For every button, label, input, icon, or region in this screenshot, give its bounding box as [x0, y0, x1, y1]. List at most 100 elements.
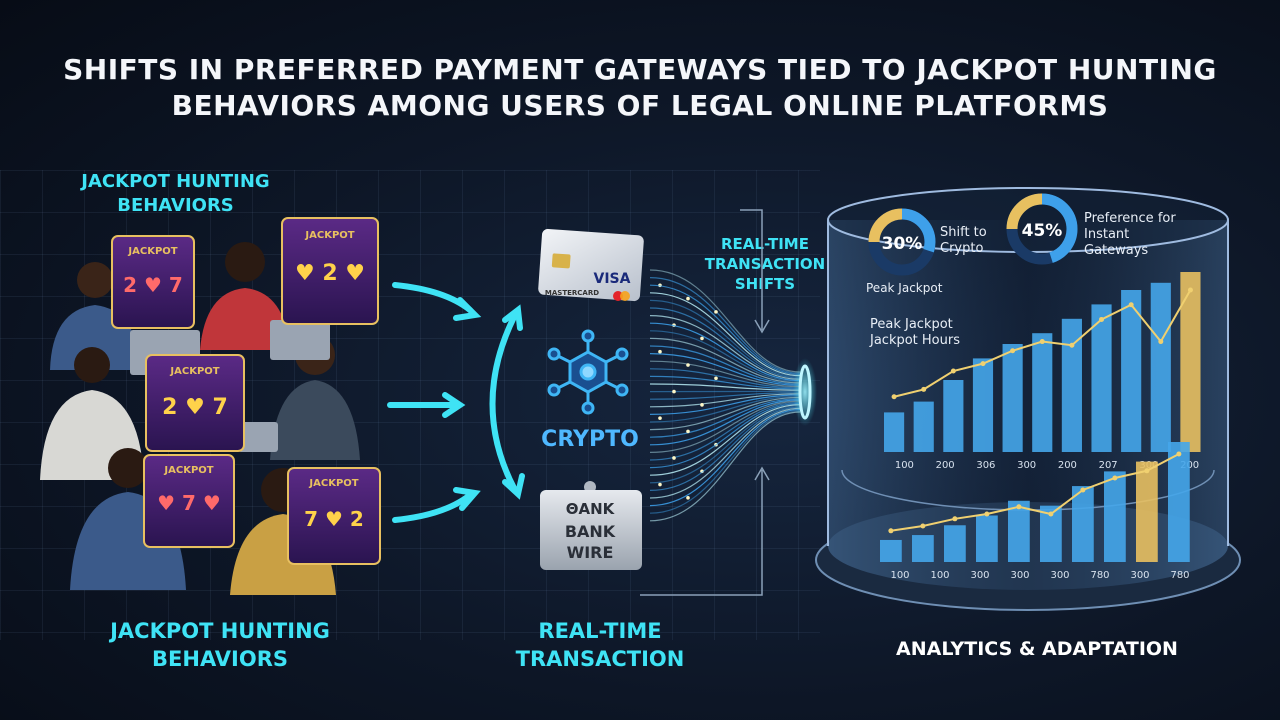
chart-tick-label: 300 [970, 570, 989, 581]
jackpot-behaviors-label-top: JACKPOT HUNTING BEHAVIORS [81, 171, 270, 216]
donut-caption: Shift to [940, 225, 987, 240]
chart-point [1039, 339, 1045, 345]
chart-tick-label: 100 [895, 460, 914, 471]
fiber-strand [649, 360, 801, 388]
arrow-icon [489, 312, 518, 493]
chart-tick-label: 300 [1017, 460, 1036, 471]
fiber-strand [649, 400, 801, 453]
chart-tick-label: 780 [1090, 570, 1109, 581]
chart-point [1187, 287, 1193, 293]
chart-point [1158, 339, 1164, 345]
slot-reels: 2 ♥ 7 [123, 273, 183, 297]
fiber-strand [649, 307, 801, 379]
fiber-spark [686, 296, 690, 301]
chart-point [1128, 302, 1134, 308]
chart-bar [943, 380, 964, 452]
chart-tick-label: 100 [930, 570, 949, 581]
chart-bar [1002, 344, 1023, 452]
donut-gold-segment [868, 208, 903, 243]
chart-tick-label: 300 [1050, 570, 1069, 581]
chart-bar [1168, 442, 1190, 562]
jackpot-hours-label: Jackpot Hours [869, 333, 960, 348]
chart-tick-label: 300 [1010, 570, 1029, 581]
donut-instant-gateways: 45% Preference for Instant Gateways [1006, 193, 1176, 265]
fiber-strand [649, 375, 801, 390]
chart-tick-label: 207 [1099, 460, 1118, 471]
chart-tick-label: 200 [1058, 460, 1077, 471]
fiber-strand [649, 368, 801, 389]
slot-machine-icon: JACKPOT ♥ 2 ♥ [281, 217, 379, 325]
fiber-strand [649, 394, 801, 415]
chart-point [921, 386, 927, 392]
chart-tick-label: 200 [936, 460, 955, 471]
fiber-strand [649, 383, 801, 391]
donut-value: 30% [882, 234, 923, 254]
chart-bar [1180, 272, 1201, 452]
chart-tick-label: 780 [1170, 570, 1189, 581]
realtime-transaction-label: REAL-TIME TRANSACTION [515, 619, 685, 671]
page-title-line-1: SHIFTS IN PREFERRED PAYMENT GATEWAYS TIE… [63, 53, 1217, 86]
slot-machine-icon: JACKPOT 2 ♥ 7 [145, 354, 245, 452]
arrow-head-icon [442, 392, 466, 418]
slot-machine-icon: JACKPOT ♥ 7 ♥ [143, 454, 235, 548]
chart-bar [1150, 282, 1171, 452]
peak-jackpot-label: Peak Jackpot [866, 281, 943, 295]
chart-point [888, 528, 894, 534]
fiber-strand [649, 405, 801, 484]
chart-tick-label: 306 [976, 460, 995, 471]
slot-machine-icon: JACKPOT 2 ♥ 7 [111, 235, 195, 329]
chart-point [1048, 511, 1054, 517]
chart-point [980, 361, 986, 367]
slot-header: JACKPOT [127, 246, 177, 257]
fiber-spark [714, 376, 718, 381]
slot-header: JACKPOT [304, 230, 354, 241]
chart-bar [1032, 333, 1053, 452]
bank-label: BANK [565, 522, 616, 541]
fiber-strand [649, 269, 801, 373]
slot-reels: 7 ♥ 2 [304, 507, 364, 531]
donut-caption: Preference for [1084, 211, 1176, 226]
fiber-strand [649, 406, 801, 491]
chart-point [1099, 316, 1105, 322]
data-funnel-glow [793, 358, 817, 426]
data-funnel-ring [798, 364, 812, 420]
fiber-strand [649, 337, 801, 384]
realtime-bracket [640, 209, 770, 596]
fiber-strand [649, 411, 801, 522]
chart-bar [1008, 500, 1030, 562]
chart-tick-label: 300 [1130, 570, 1149, 581]
chart-trend-line [890, 453, 1180, 532]
chart-bar [913, 401, 934, 452]
chart-bar [1061, 318, 1082, 452]
fiber-spark [658, 416, 662, 420]
slot-header: JACKPOT [169, 366, 219, 377]
chart-bar [912, 535, 934, 562]
donut-caption: Gateways [1084, 243, 1148, 258]
slot-header: JACKPOT [163, 465, 213, 476]
chart-bar [976, 515, 998, 562]
chart-bar [880, 539, 902, 562]
chart-point [1016, 504, 1022, 510]
fiber-spark [658, 482, 662, 487]
slot-machine-icon: JACKPOT 7 ♥ 2 [287, 467, 381, 565]
arrow-head-icon [502, 304, 523, 331]
fiber-strand [649, 322, 801, 382]
fiber-spark [658, 349, 662, 354]
bar-chart-upper: 100200306300200207300200 [884, 272, 1201, 471]
realtime-shifts-label: REAL-TIME TRANSACTION SHIFTS [704, 235, 826, 293]
donut-caption: Crypto [940, 241, 983, 256]
chart-bar [884, 412, 905, 452]
chart-point [1176, 451, 1182, 457]
fiber-strand [649, 393, 801, 408]
arrow-icon [392, 492, 473, 523]
fiber-spark [686, 496, 690, 500]
fiber-strand [649, 299, 801, 378]
fiber-strand [649, 330, 801, 383]
card-brand-visa: VISA [594, 271, 631, 287]
fiber-spark [700, 336, 704, 341]
fiber-strand [649, 407, 801, 499]
flow-arrows [387, 282, 525, 523]
crypto-label: CRYPTO [541, 427, 639, 452]
bank-logo-text: ΘANK [566, 500, 616, 518]
